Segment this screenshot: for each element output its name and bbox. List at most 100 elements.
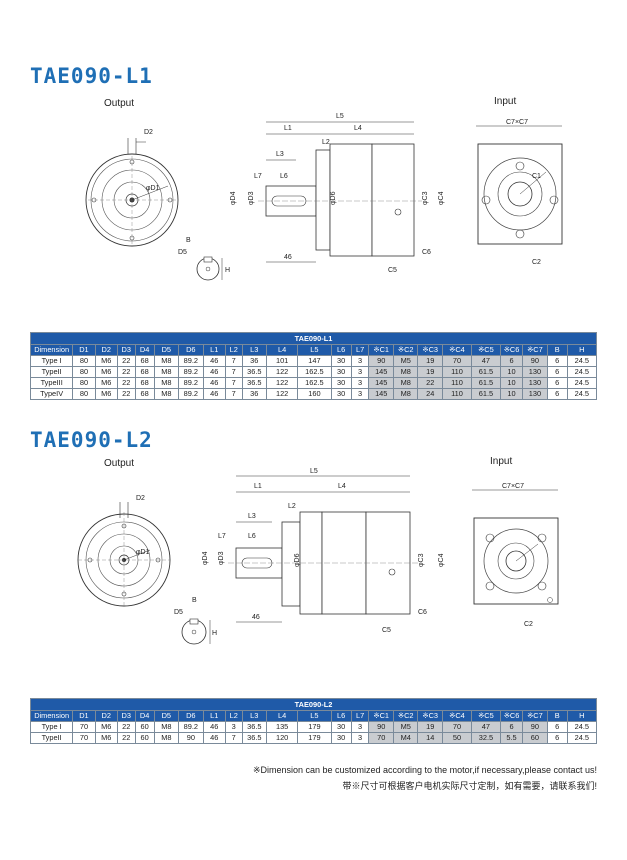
column-header: L3	[241, 710, 268, 722]
column-header: H	[566, 710, 598, 722]
table-cell: 30	[330, 377, 352, 389]
dim-c4-label: φC4	[438, 553, 445, 567]
column-header: D5	[153, 710, 180, 722]
table-cell: 24.5	[566, 377, 598, 389]
table-cell: 46	[202, 377, 226, 389]
column-header: D3	[116, 710, 136, 722]
table-cell: 80	[72, 366, 96, 378]
table-cell: 7	[224, 366, 243, 378]
column-header: ※C5	[470, 710, 501, 722]
table-cell: 110	[441, 388, 472, 400]
table-cell: M8	[392, 377, 419, 389]
column-header: ※C3	[417, 710, 443, 722]
column-header: Dimension	[29, 710, 74, 722]
column-header: L7	[350, 344, 370, 356]
dim-h-label: H	[225, 267, 230, 274]
table-cell: 3	[224, 721, 243, 733]
column-header: ※C6	[499, 710, 524, 722]
dim-l2-label: L2	[322, 139, 330, 146]
dim-c7-label: C7×C7	[506, 119, 528, 126]
column-header: ※C1	[368, 344, 394, 356]
table-cell: 6	[546, 366, 568, 378]
table-cell: 68	[134, 377, 155, 389]
dim-d6-label: φD6	[330, 191, 337, 205]
dim-l7-label: L7	[218, 533, 226, 540]
table-cell: 90	[368, 721, 394, 733]
table-cell: 22	[116, 366, 136, 378]
column-header: D2	[94, 344, 118, 356]
row-type-label: Type I	[29, 355, 74, 367]
table-caption: TAE090-L2	[30, 698, 597, 711]
table-cell: M6	[94, 721, 118, 733]
table-cell: M6	[94, 366, 118, 378]
column-header: ※C7	[522, 344, 548, 356]
column-header: D1	[72, 344, 96, 356]
column-header: L1	[202, 710, 226, 722]
dim-l3-label: L3	[276, 151, 284, 158]
footnote-chinese: 带※尺寸可根据客户电机实际尺寸定制，如有需要，请联系我们!	[342, 781, 597, 791]
table-cell: 122	[266, 388, 299, 400]
dim-c3-label: φC3	[422, 191, 429, 205]
column-header: D3	[116, 344, 136, 356]
table-cell: 70	[72, 732, 96, 744]
column-header: D2	[94, 710, 118, 722]
column-header: L5	[297, 710, 332, 722]
table-cell: 80	[72, 377, 96, 389]
table-cell: M8	[153, 355, 180, 367]
table-cell: 7	[224, 732, 243, 744]
table-cell: 89.2	[178, 388, 204, 400]
table-cell: 30	[330, 732, 352, 744]
table-cell: 36	[241, 388, 268, 400]
section-title: TAE090-L1	[30, 64, 153, 88]
table-cell: 90	[522, 355, 548, 367]
dim-c5-label: C5	[388, 267, 397, 274]
dim-d2-label: D2	[136, 495, 145, 502]
dim-c6-label: C6	[422, 249, 431, 256]
column-header: B	[546, 344, 568, 356]
table-cell: 68	[134, 388, 155, 400]
table-cell: 36.5	[241, 732, 268, 744]
dim-c2-label: C2	[524, 621, 533, 628]
table-cell: 89.2	[178, 355, 204, 367]
table-cell: 130	[522, 366, 548, 378]
table-cell: 70	[441, 721, 472, 733]
table-cell: 70	[72, 721, 96, 733]
table-cell: 3	[350, 355, 370, 367]
table-caption: TAE090-L1	[30, 332, 597, 345]
table-cell: 130	[522, 377, 548, 389]
output-flange-view: D2 φD1	[77, 495, 171, 608]
table-cell: 24.5	[566, 366, 598, 378]
table-cell: 89.2	[178, 721, 204, 733]
table-cell: 110	[441, 366, 472, 378]
table-cell: 6	[546, 721, 568, 733]
table-cell: 122	[266, 377, 299, 389]
row-type-label: TypeII	[29, 732, 74, 744]
input-label: Input	[494, 96, 517, 107]
table-cell: 90	[368, 355, 394, 367]
table-cell: M6	[94, 377, 118, 389]
table-cell: 70	[368, 732, 394, 744]
table-cell: 24.5	[566, 732, 598, 744]
table-cell: 135	[266, 721, 299, 733]
dim-c1-label: C1	[532, 173, 541, 180]
table-cell: 24	[417, 388, 443, 400]
row-type-label: TypeII	[29, 366, 74, 378]
column-header: B	[546, 710, 568, 722]
table-cell: 5.5	[499, 732, 524, 744]
dim-c6-label: C6	[418, 609, 427, 616]
table-cell: 6	[546, 355, 568, 367]
table-cell: 145	[368, 388, 394, 400]
table-cell: 50	[441, 732, 472, 744]
table-cell: 120	[266, 732, 299, 744]
output-label: Output	[104, 98, 135, 109]
side-view: L5 L1 L4 L2 L3 L7 L6 φD4 φD3 φD6 φC3 φC4…	[202, 468, 445, 634]
table-cell: 90	[178, 732, 204, 744]
table-cell: 3	[350, 377, 370, 389]
table-cell: 30	[330, 355, 352, 367]
table-cell: 14	[417, 732, 443, 744]
table-cell: 30	[330, 721, 352, 733]
